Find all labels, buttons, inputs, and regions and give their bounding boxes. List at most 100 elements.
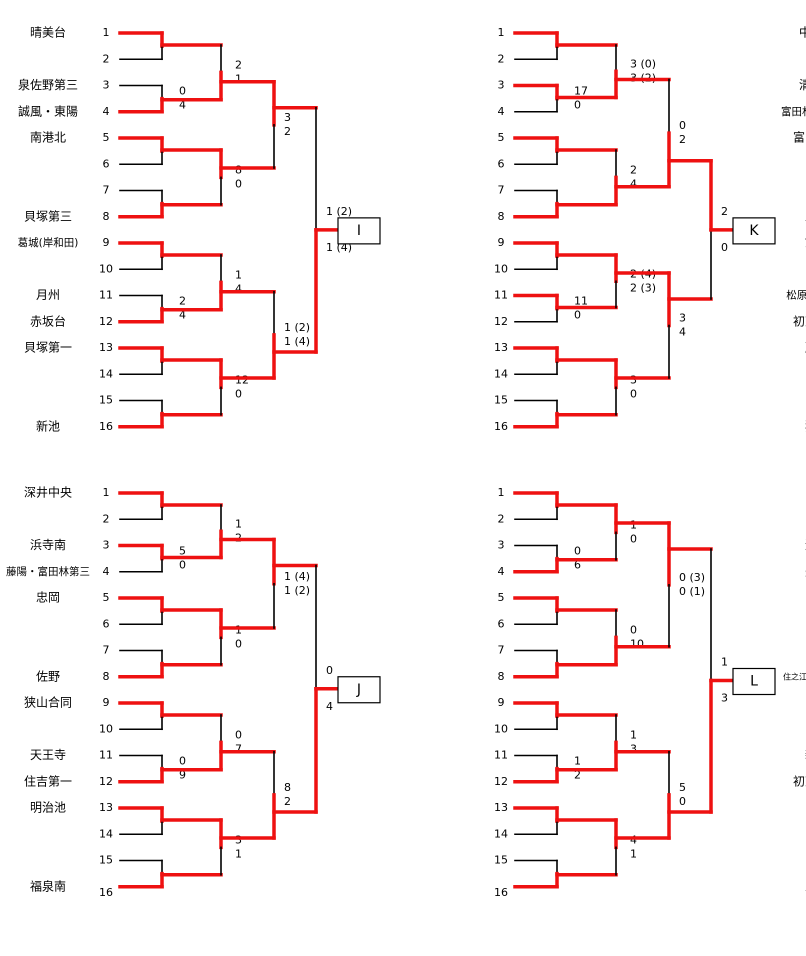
score-bottom: 0 (679, 795, 686, 808)
seed-number: 9 (103, 696, 110, 709)
score-top: 1 (630, 518, 637, 531)
block-label-box (337, 676, 381, 704)
seed-number: 11 (494, 749, 508, 762)
score-bottom: 0 (574, 99, 581, 112)
block-label: J (356, 682, 361, 698)
score-bottom: 1 (235, 847, 242, 860)
score-top: 1 (2) (284, 321, 310, 334)
seed-number: 13 (494, 341, 508, 354)
team-name: 忠岡 (36, 591, 60, 605)
seed-number: 4 (103, 565, 110, 578)
score-bottom: 0 (630, 532, 637, 545)
score-bottom: 4 (235, 282, 242, 295)
team-name: 新池 (36, 418, 60, 433)
seed-number: 9 (103, 236, 110, 249)
team-name: 南港北 (30, 130, 66, 145)
seed-number: 10 (99, 722, 113, 735)
team-name: 初芝富田林 (793, 313, 806, 328)
seed-number: 15 (494, 394, 508, 407)
score-top: 0 (574, 545, 581, 558)
team-name: 藤井寺 (805, 341, 806, 355)
seed-number: 11 (494, 289, 508, 302)
score-top: 1 (721, 656, 728, 669)
team-name: 住吉第一 (24, 774, 72, 788)
seed-number: 11 (99, 749, 113, 762)
bracket-k: 中百舌鳥12清教学園3富田林第二・喜志4富田林第一567五箇荘8飯の峯910松原… (494, 25, 806, 434)
bracket-l: 金剛12道明寺3美木多4小津567住之江・松虫・大和川8長尾910新北島11初芝… (494, 486, 806, 899)
team-name: 泉佐野第三 (18, 78, 78, 92)
team-name: 天王寺 (30, 748, 66, 762)
seed-number: 1 (103, 26, 110, 39)
team-name: 赤坂台 (30, 313, 66, 328)
score-top: 3 (284, 111, 291, 124)
seed-number: 5 (498, 591, 505, 604)
team-name: 福泉南 (30, 878, 66, 893)
score-bottom: 2 (284, 125, 291, 138)
score-bottom: 0 (235, 387, 242, 400)
seed-number: 1 (498, 26, 505, 39)
block-label: K (749, 223, 759, 239)
score-top: 0 (179, 755, 186, 768)
seed-number: 1 (103, 486, 110, 499)
team-name: 富田林第二・喜志 (781, 105, 806, 118)
seed-number: 7 (103, 184, 110, 197)
score-bottom: 2 (3) (630, 281, 656, 294)
team-name: 初芝立命館 (793, 773, 806, 788)
seed-number: 5 (498, 131, 505, 144)
team-name: 道明寺 (805, 538, 806, 552)
score-bottom: 2 (679, 133, 686, 146)
score-top: 2 (630, 163, 637, 176)
seed-number: 3 (103, 539, 110, 552)
score-bottom: 4 (179, 309, 186, 322)
score-top: 11 (574, 295, 588, 308)
seed-number: 4 (498, 105, 505, 118)
score-top: 0 (179, 85, 186, 98)
block-label: I (357, 223, 361, 239)
score-top: 1 (574, 755, 581, 768)
team-name: 三原台 (805, 878, 806, 893)
score-bottom: 0 (630, 387, 637, 400)
score-top: 3 (235, 833, 242, 846)
seed-number: 12 (494, 315, 508, 328)
seed-number: 5 (103, 591, 110, 604)
seed-number: 14 (99, 367, 113, 380)
seed-number: 4 (103, 105, 110, 118)
score-top: 5 (679, 781, 686, 794)
seed-number: 6 (498, 617, 505, 630)
seed-number: 14 (494, 367, 508, 380)
seed-number: 16 (99, 420, 113, 433)
score-top: 0 (630, 623, 637, 636)
seed-number: 8 (498, 210, 505, 223)
score-top: 17 (574, 85, 588, 98)
seed-number: 15 (99, 854, 113, 867)
seed-number: 14 (99, 827, 113, 840)
seed-number: 6 (103, 157, 110, 170)
block-label: L (750, 674, 758, 690)
team-name: 美木多 (805, 564, 806, 578)
score-bottom: 1 (2) (284, 584, 310, 597)
score-top: 3 (679, 312, 686, 325)
score-top: 1 (235, 517, 242, 530)
seed-number: 16 (494, 420, 508, 433)
score-bottom: 4 (630, 177, 637, 190)
score-top: 1 (2) (326, 205, 352, 218)
score-bottom: 1 (630, 847, 637, 860)
score-bottom: 1 (4) (284, 335, 310, 348)
team-name: 浜寺南 (30, 537, 66, 552)
score-top: 0 (326, 664, 333, 677)
seed-number: 10 (494, 722, 508, 735)
team-name: 晴美台 (30, 25, 66, 40)
score-bottom: 3 (630, 742, 637, 755)
score-top: 2 (721, 205, 728, 218)
team-name: 明治池 (30, 801, 66, 815)
score-top: 2 (235, 58, 242, 71)
seed-number: 13 (99, 341, 113, 354)
score-bottom: 0 (721, 241, 728, 254)
seed-number: 14 (494, 827, 508, 840)
score-bottom: 1 (235, 72, 242, 85)
seed-number: 6 (103, 617, 110, 630)
block-label-box (732, 667, 776, 696)
team-name: 貝塚第三 (24, 209, 72, 223)
seed-number: 7 (103, 644, 110, 657)
